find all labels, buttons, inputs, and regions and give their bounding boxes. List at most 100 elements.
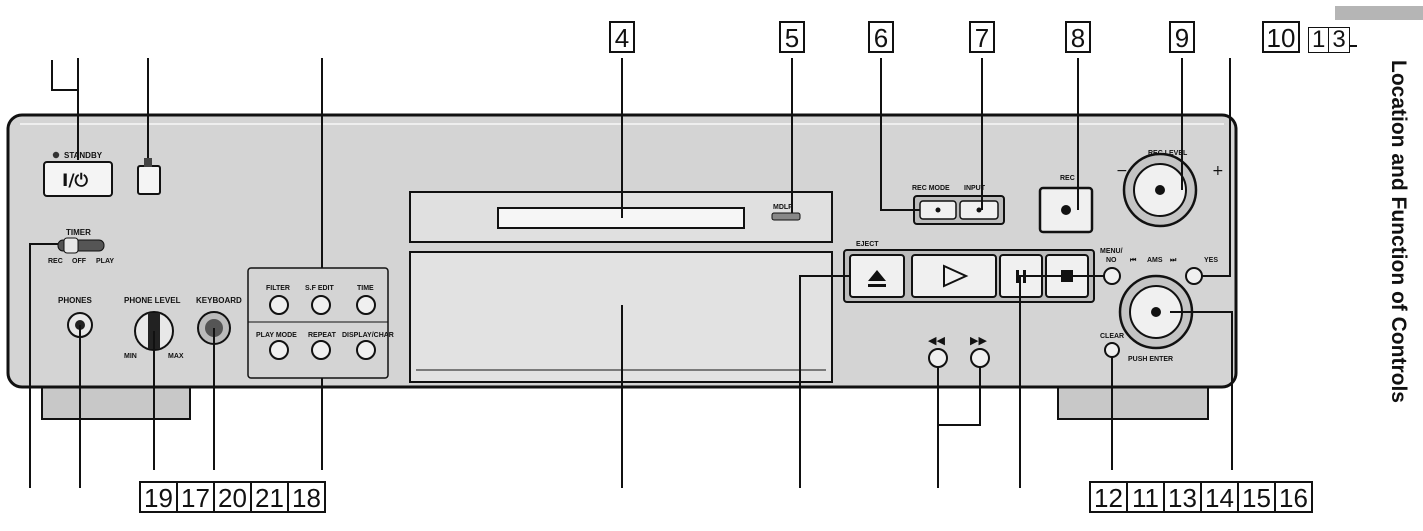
section-title: Location and Function of Controls bbox=[1387, 60, 1410, 403]
callout-10: 10 bbox=[1267, 23, 1296, 53]
rec-level-knob-dot bbox=[1155, 185, 1165, 195]
callouts-top: 4 5 6 7 8 9 10 bbox=[609, 21, 1300, 53]
input-label: INPUT bbox=[964, 185, 986, 192]
eject-icon bbox=[868, 270, 886, 287]
callout-11: 11 bbox=[1132, 483, 1159, 513]
min-label: MIN bbox=[124, 353, 137, 360]
callout-12: 12 bbox=[1094, 483, 1123, 513]
leader-lines-top bbox=[51, 58, 1231, 277]
callout-4-box bbox=[609, 21, 635, 53]
callout-17: 17 bbox=[181, 483, 210, 513]
callout-18-box bbox=[287, 481, 326, 513]
prev-track-icon: ⏮ bbox=[1130, 257, 1137, 264]
callout-10-box bbox=[1262, 21, 1300, 53]
power-button[interactable] bbox=[43, 161, 113, 197]
time-button[interactable] bbox=[356, 295, 376, 315]
menu-no-label: MENU/ bbox=[1100, 248, 1123, 255]
push-enter-label: PUSH ENTER bbox=[1128, 356, 1173, 363]
callout-7-box bbox=[969, 21, 995, 53]
ams-knob-dot bbox=[1151, 307, 1161, 317]
max-label: MAX bbox=[168, 353, 184, 360]
menu-no-label-2: NO bbox=[1106, 257, 1117, 264]
callout-5-box bbox=[779, 21, 805, 53]
callout-20: 20 bbox=[218, 483, 247, 513]
timer-switch-knob[interactable] bbox=[63, 237, 79, 254]
rec-level-minus: − bbox=[1116, 163, 1128, 179]
display-char-label: DISPLAY/CHAR bbox=[342, 332, 394, 339]
timer-label: TIMER bbox=[66, 228, 91, 237]
remote-sensor-window bbox=[137, 165, 161, 195]
callout-7: 7 bbox=[975, 23, 989, 53]
pause-icon bbox=[1016, 270, 1026, 283]
callout-14: 14 bbox=[1205, 483, 1234, 513]
callout-14-box bbox=[1200, 481, 1239, 513]
fast-forward-button[interactable] bbox=[970, 348, 990, 368]
callout-9: 9 bbox=[1175, 23, 1189, 53]
rec-level-label: REC LEVEL bbox=[1148, 150, 1188, 157]
input-dot bbox=[976, 207, 982, 213]
callout-21-box bbox=[250, 481, 289, 513]
yes-button[interactable] bbox=[1185, 267, 1203, 285]
mdlp-label: MDLP bbox=[773, 204, 793, 211]
callout-4: 4 bbox=[615, 23, 629, 53]
sf-edit-button[interactable] bbox=[311, 295, 331, 315]
rec-level-plus: + bbox=[1212, 163, 1224, 179]
callout-17-box bbox=[176, 481, 215, 513]
menu-no-button[interactable] bbox=[1103, 267, 1121, 285]
yes-label: YES bbox=[1204, 257, 1218, 264]
eject-label: EJECT bbox=[856, 241, 879, 248]
phone-level-label: PHONE LEVEL bbox=[124, 296, 181, 305]
next-track-icon: ⏭ bbox=[1170, 257, 1177, 264]
callouts-bottom: 19 17 20 21 18 12 11 13 14 15 16 bbox=[139, 481, 1313, 513]
clear-label: CLEAR bbox=[1100, 333, 1124, 340]
remote-sensor-icon bbox=[144, 158, 152, 167]
sf-edit-label: S.F EDIT bbox=[305, 285, 335, 292]
repeat-label: REPEAT bbox=[308, 332, 337, 339]
play-mode-button[interactable] bbox=[269, 340, 289, 360]
ams-label: AMS bbox=[1147, 257, 1163, 264]
page-digit-1: 1 bbox=[1308, 27, 1330, 53]
callout-9-box bbox=[1169, 21, 1195, 53]
keyboard-label: KEYBOARD bbox=[196, 296, 242, 305]
repeat-button[interactable] bbox=[311, 340, 331, 360]
rec-mode-label: REC MODE bbox=[912, 185, 950, 192]
callout-16: 16 bbox=[1279, 483, 1308, 513]
callout-8: 8 bbox=[1071, 23, 1085, 53]
function-button-group bbox=[247, 267, 389, 379]
callout-15: 15 bbox=[1242, 483, 1271, 513]
rewind-icon: ◀◀ bbox=[928, 334, 945, 347]
callout-5: 5 bbox=[785, 23, 799, 53]
fast-forward-icon: ▶▶ bbox=[970, 334, 987, 347]
callout-13: 13 bbox=[1168, 483, 1197, 513]
right-foot bbox=[1057, 384, 1209, 420]
rec-button-dot bbox=[1061, 205, 1071, 215]
rewind-button[interactable] bbox=[928, 348, 948, 368]
mdlp-indicator bbox=[771, 212, 801, 221]
section-tab bbox=[1335, 6, 1423, 20]
callout-18: 18 bbox=[292, 483, 321, 513]
callout-8-box bbox=[1065, 21, 1091, 53]
rec-mode-dot bbox=[935, 207, 941, 213]
filter-button[interactable] bbox=[269, 295, 289, 315]
clear-button[interactable] bbox=[1104, 342, 1120, 358]
leader-lines-bottom bbox=[29, 243, 1233, 488]
callout-15-box bbox=[1237, 481, 1276, 513]
callout-6: 6 bbox=[874, 23, 888, 53]
timer-off-label: OFF bbox=[72, 258, 87, 265]
timer-rec-label: REC bbox=[48, 258, 63, 265]
page-digit-2: 3 bbox=[1328, 27, 1350, 53]
callout-21: 21 bbox=[255, 483, 284, 513]
callout-16-box bbox=[1274, 481, 1313, 513]
rec-label: REC bbox=[1060, 175, 1075, 182]
timer-play-label: PLAY bbox=[96, 258, 114, 265]
time-label: TIME bbox=[357, 285, 374, 292]
play-mode-label: PLAY MODE bbox=[256, 332, 297, 339]
callout-12-box bbox=[1089, 481, 1128, 513]
display-char-button[interactable] bbox=[356, 340, 376, 360]
play-button[interactable] bbox=[911, 254, 997, 298]
left-foot bbox=[41, 384, 191, 420]
callout-13-box bbox=[1163, 481, 1202, 513]
callout-19: 19 bbox=[144, 483, 173, 513]
